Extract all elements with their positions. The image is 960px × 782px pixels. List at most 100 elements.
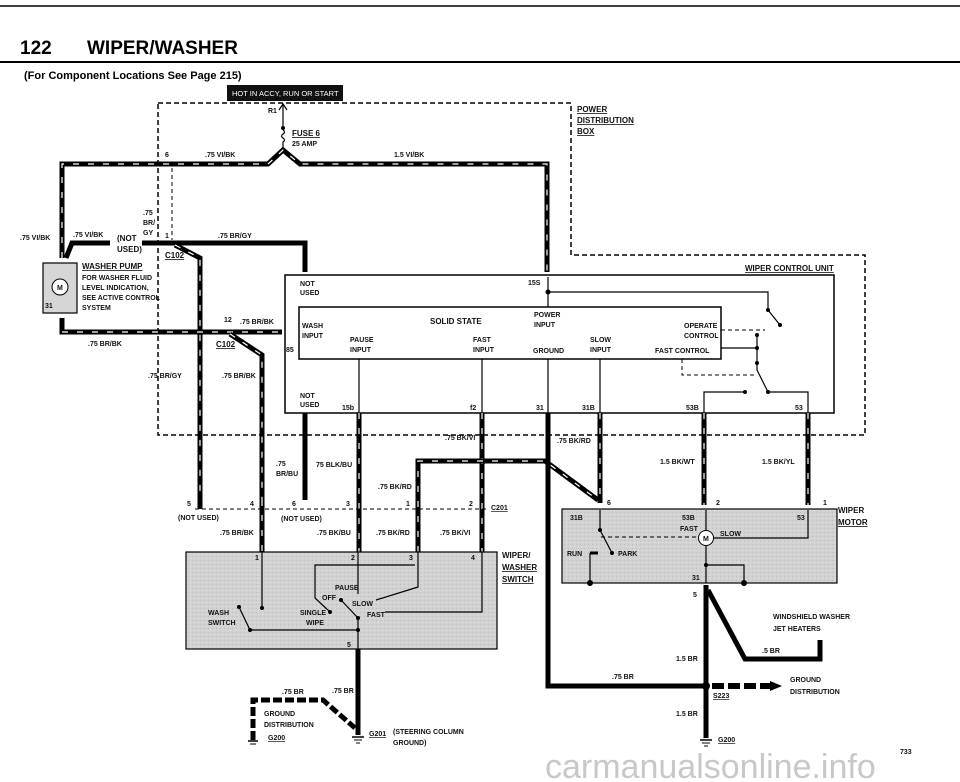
svg-text:SYSTEM: SYSTEM bbox=[82, 305, 111, 312]
svg-text:WINDSHIELD WASHER: WINDSHIELD WASHER bbox=[773, 614, 850, 621]
svg-text:2: 2 bbox=[351, 555, 355, 562]
svg-text:DISTRIBUTION: DISTRIBUTION bbox=[577, 116, 634, 125]
svg-text:.75 BR/GY: .75 BR/GY bbox=[218, 233, 252, 240]
svg-text:.75 BK/BU: .75 BK/BU bbox=[317, 530, 351, 537]
solid-state-module bbox=[298, 306, 722, 360]
svg-text:.75 BR/BK: .75 BR/BK bbox=[240, 319, 274, 326]
svg-text:GROUND): GROUND) bbox=[393, 740, 426, 747]
svg-text:31: 31 bbox=[536, 405, 544, 412]
svg-text:WASH: WASH bbox=[302, 323, 323, 330]
svg-text:.75 BK/VI: .75 BK/VI bbox=[445, 435, 475, 442]
svg-text:.75: .75 bbox=[143, 210, 153, 217]
svg-text:SLOW: SLOW bbox=[352, 601, 373, 608]
svg-text:.75 BK/RD: .75 BK/RD bbox=[378, 484, 412, 491]
svg-text:53: 53 bbox=[797, 515, 805, 522]
svg-text:.75 VI/BK: .75 VI/BK bbox=[73, 232, 103, 239]
svg-text:.75 BK/RD: .75 BK/RD bbox=[557, 438, 591, 445]
svg-text:1.5 VI/BK: 1.5 VI/BK bbox=[394, 152, 424, 159]
svg-text:JET HEATERS: JET HEATERS bbox=[773, 626, 821, 633]
svg-text:POWER: POWER bbox=[577, 105, 607, 114]
wiper-motor-icon bbox=[698, 530, 714, 546]
svg-text:31B: 31B bbox=[570, 515, 583, 522]
svg-text:GROUND: GROUND bbox=[790, 677, 821, 684]
svg-text:.75 VI/BK: .75 VI/BK bbox=[20, 235, 50, 242]
svg-text:.75 BR/BK: .75 BR/BK bbox=[88, 341, 122, 348]
fuse-6: R1 FUSE 6 25 AMP bbox=[268, 102, 321, 150]
motor-internal-wiring bbox=[587, 510, 809, 586]
s223-splice bbox=[702, 682, 710, 690]
svg-text:SOLID STATE: SOLID STATE bbox=[430, 317, 482, 326]
svg-text:BOX: BOX bbox=[577, 127, 595, 136]
svg-text:SLOW: SLOW bbox=[590, 337, 611, 344]
svg-text:.75 BR: .75 BR bbox=[612, 674, 634, 681]
svg-text:1: 1 bbox=[255, 555, 259, 562]
svg-text:LEVEL INDICATION,: LEVEL INDICATION, bbox=[82, 285, 149, 292]
svg-text:2: 2 bbox=[469, 501, 473, 508]
svg-text:WIPER/: WIPER/ bbox=[502, 551, 531, 560]
wiper-control-unit-label: WIPER CONTROL UNIT bbox=[745, 264, 834, 273]
svg-text:WASH: WASH bbox=[208, 610, 229, 617]
svg-text:.75 BR: .75 BR bbox=[332, 688, 354, 695]
svg-text:SINGLE: SINGLE bbox=[300, 610, 326, 617]
svg-text:1: 1 bbox=[406, 501, 410, 508]
svg-text:USED: USED bbox=[300, 402, 319, 409]
svg-text:f2: f2 bbox=[470, 405, 476, 412]
power-distribution-box bbox=[157, 102, 866, 436]
wire-vi-bk bbox=[59, 146, 550, 272]
svg-text:1.5 BR: 1.5 BR bbox=[676, 711, 698, 718]
hot-badge-text: HOT IN ACCY, RUN OR START bbox=[232, 89, 339, 98]
svg-text:C102: C102 bbox=[216, 340, 236, 349]
svg-text:FAST: FAST bbox=[680, 526, 699, 533]
svg-text:CONTROL: CONTROL bbox=[684, 333, 719, 340]
svg-text:INPUT: INPUT bbox=[534, 322, 556, 329]
svg-text:SWITCH: SWITCH bbox=[502, 575, 534, 584]
svg-text:POWER: POWER bbox=[534, 312, 560, 319]
svg-text:SWITCH: SWITCH bbox=[208, 620, 236, 627]
svg-text:3: 3 bbox=[409, 555, 413, 562]
svg-text:53B: 53B bbox=[686, 405, 699, 412]
svg-text:6: 6 bbox=[607, 500, 611, 507]
svg-text:WASHER: WASHER bbox=[502, 563, 537, 572]
wire-br-bk bbox=[59, 318, 282, 500]
svg-text:1.5 BK/YL: 1.5 BK/YL bbox=[762, 459, 795, 466]
svg-text:M: M bbox=[57, 285, 63, 292]
svg-text:1.5 BR: 1.5 BR bbox=[676, 656, 698, 663]
switch-internal-wiring bbox=[237, 552, 483, 690]
svg-text:R1: R1 bbox=[268, 108, 277, 115]
svg-text:SLOW: SLOW bbox=[720, 531, 741, 538]
svg-text:OPERATE: OPERATE bbox=[684, 323, 718, 330]
svg-text:31: 31 bbox=[692, 575, 700, 582]
svg-text:GY: GY bbox=[143, 230, 153, 237]
wires-to-switch bbox=[197, 413, 811, 689]
svg-text:(STEERING COLUMN: (STEERING COLUMN bbox=[393, 729, 464, 736]
page-section-number: 122 bbox=[20, 38, 52, 59]
control-unit-internal-wiring bbox=[358, 277, 809, 413]
svg-text:15S: 15S bbox=[528, 280, 541, 287]
svg-text:C102: C102 bbox=[165, 251, 185, 260]
c201-label: C201 bbox=[491, 505, 508, 512]
svg-text:.75 VI/BK: .75 VI/BK bbox=[205, 152, 235, 159]
svg-text:.75: .75 bbox=[276, 461, 286, 468]
svg-text:5: 5 bbox=[347, 642, 351, 649]
svg-text:(NOT USED): (NOT USED) bbox=[178, 515, 219, 522]
svg-text:1.5 BK/WT: 1.5 BK/WT bbox=[660, 459, 695, 466]
svg-text:SEE ACTIVE CONTROL: SEE ACTIVE CONTROL bbox=[82, 295, 161, 302]
svg-text:INPUT: INPUT bbox=[302, 333, 324, 340]
svg-text:BR/: BR/ bbox=[143, 220, 155, 227]
svg-text:1: 1 bbox=[823, 500, 827, 507]
wiper-control-unit bbox=[284, 274, 835, 414]
svg-text:5: 5 bbox=[187, 501, 191, 508]
svg-text:1: 1 bbox=[165, 233, 169, 240]
power-distribution-box-label: POWER DISTRIBUTION BOX bbox=[577, 105, 634, 136]
svg-text:NOT: NOT bbox=[300, 393, 316, 400]
pump-motor-icon bbox=[51, 278, 69, 296]
watermark: carmanualsonline.info bbox=[545, 748, 876, 782]
g201-label: G201 bbox=[369, 731, 386, 738]
svg-text:53B: 53B bbox=[682, 515, 695, 522]
svg-text:NOT: NOT bbox=[300, 281, 316, 288]
svg-text:6: 6 bbox=[292, 501, 296, 508]
svg-text:DISTRIBUTION: DISTRIBUTION bbox=[790, 689, 840, 696]
svg-text:GROUND: GROUND bbox=[264, 711, 295, 718]
